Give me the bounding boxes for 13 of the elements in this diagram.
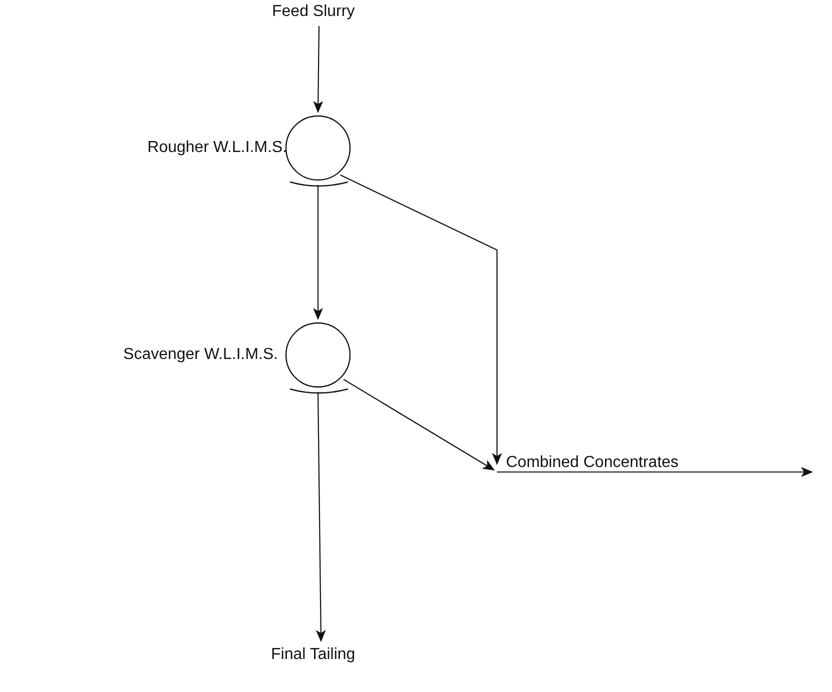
stream-label: Feed Slurry (272, 2, 355, 22)
stream-label: Final Tailing (271, 645, 356, 665)
separator-drum (285, 115, 351, 187)
arrow (497, 467, 813, 477)
arrow (316, 392, 326, 642)
arrow (313, 185, 323, 320)
arrow (340, 174, 502, 465)
arrow (313, 26, 324, 113)
unit-label: Scavenger W.L.I.M.S. (123, 345, 278, 365)
separator-drum (285, 322, 351, 394)
unit-label: Rougher W.L.I.M.S. (147, 138, 287, 158)
stream-label: Combined Concentrates (506, 453, 679, 473)
arrow (343, 378, 495, 471)
